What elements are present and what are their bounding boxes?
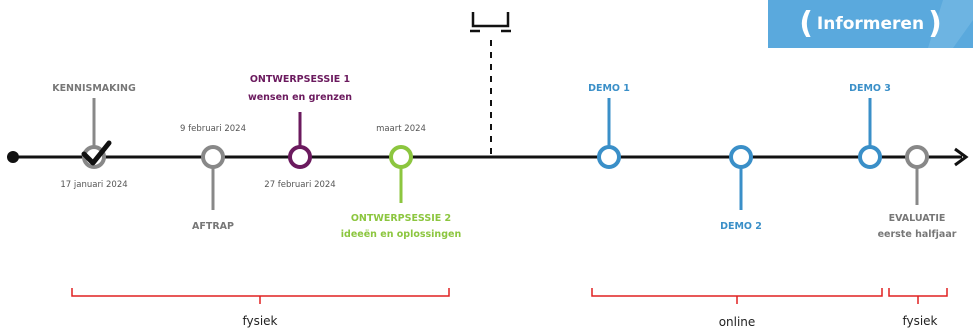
bracket-fysiek-2 bbox=[888, 288, 948, 304]
bracket-label-fysiek-2: fysiek bbox=[902, 314, 938, 328]
milestone-date-aftrap: 9 februari 2024 bbox=[179, 124, 247, 134]
milestone-date-ontwerpsessie-2: maart 2024 bbox=[376, 124, 426, 134]
milestone-title-kennismaking: KENNISMAKING bbox=[52, 83, 136, 94]
milestone-title-ontwerpsessie-2: ONTWERPSESSIE 2 bbox=[350, 213, 452, 224]
bracket-online bbox=[591, 288, 883, 304]
node-demo-3 bbox=[858, 145, 882, 169]
node-demo-2 bbox=[729, 145, 753, 169]
badge-decoration-icon bbox=[928, 0, 973, 48]
bracket-fysiek-1 bbox=[71, 288, 450, 304]
badge-open-paren: ( bbox=[799, 6, 813, 41]
node-demo-1 bbox=[597, 145, 621, 169]
milestone-subtitle-evaluatie: eerste halfjaar bbox=[877, 229, 957, 240]
milestone-date-kennismaking: 17 januari 2024 bbox=[60, 180, 128, 190]
device-icon bbox=[471, 12, 510, 28]
milestone-title-demo-3: DEMO 3 bbox=[849, 83, 891, 94]
milestone-title-evaluatie: EVALUATIE bbox=[888, 213, 946, 224]
badge-close-paren: ) bbox=[928, 6, 942, 41]
timeline-arrow-head bbox=[954, 147, 969, 167]
node-evaluatie bbox=[905, 145, 929, 169]
node-ontwerpsessie-2 bbox=[389, 145, 413, 169]
milestone-title-aftrap: AFTRAP bbox=[192, 221, 234, 232]
milestone-title-ontwerpsessie-1: ONTWERPSESSIE 1 bbox=[249, 74, 351, 85]
informeren-badge: ( Informeren ) bbox=[768, 0, 973, 48]
node-aftrap bbox=[201, 145, 225, 169]
badge-label: Informeren bbox=[816, 14, 925, 34]
checkmark-icon bbox=[81, 140, 112, 166]
milestone-subtitle-ontwerpsessie-1: wensen en grenzen bbox=[247, 92, 353, 103]
milestone-subtitle-ontwerpsessie-2: ideeën en oplossingen bbox=[340, 229, 462, 240]
milestone-title-demo-2: DEMO 2 bbox=[720, 221, 762, 232]
timeline-start-dot bbox=[7, 151, 19, 163]
milestone-title-demo-1: DEMO 1 bbox=[588, 83, 630, 94]
bracket-label-fysiek-1: fysiek bbox=[242, 314, 278, 328]
bracket-label-online: online bbox=[718, 315, 756, 329]
node-ontwerpsessie-1 bbox=[288, 145, 312, 169]
milestone-date-ontwerpsessie-1: 27 februari 2024 bbox=[264, 180, 336, 190]
